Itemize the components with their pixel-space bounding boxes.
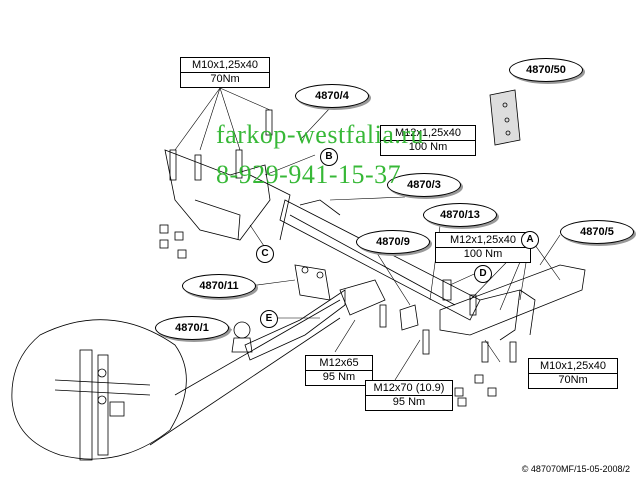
part-label-4870-13: 4870/13 bbox=[423, 203, 497, 227]
part-label-4870-11: 4870/11 bbox=[182, 274, 256, 298]
part-label-4870-9: 4870/9 bbox=[356, 230, 430, 254]
part-label-4870-1: 4870/1 bbox=[155, 316, 229, 340]
callout-e: E bbox=[260, 310, 278, 328]
spec-torque: 100 Nm bbox=[436, 247, 530, 261]
spec-torque: 100 Nm bbox=[381, 140, 475, 154]
spec-m12-top: M12x1,25x40 100 Nm bbox=[380, 125, 476, 156]
spec-m12-mid: M12x1,25x40 100 Nm bbox=[435, 232, 531, 263]
part-label-4870-50: 4870/50 bbox=[509, 58, 583, 82]
callout-d: D bbox=[474, 265, 492, 283]
part-label-4870-5: 4870/5 bbox=[560, 220, 634, 244]
spec-size: M12x70 (10.9) bbox=[373, 382, 445, 394]
spec-torque: 70Nm bbox=[181, 72, 269, 86]
callout-c: C bbox=[256, 245, 274, 263]
part-label-4870-4: 4870/4 bbox=[295, 84, 369, 108]
spec-m10-bottom: M10x1,25x40 70Nm bbox=[528, 358, 618, 389]
spec-size: M10x1,25x40 bbox=[539, 360, 607, 372]
watermark-site: farkop-westfalia.ru bbox=[216, 120, 425, 149]
right-bracket bbox=[439, 264, 586, 341]
bolts bbox=[159, 109, 517, 407]
spec-size: M10x1,25x40 bbox=[191, 59, 259, 71]
crossbar bbox=[279, 199, 481, 321]
callout-a: A bbox=[521, 231, 539, 249]
spec-torque: 95 Nm bbox=[366, 395, 452, 409]
spec-torque: 70Nm bbox=[529, 373, 617, 387]
spec-torque: 95 Nm bbox=[306, 370, 372, 384]
detail-zoom bbox=[11, 299, 341, 461]
ball-neck bbox=[231, 289, 346, 361]
callout-b: B bbox=[320, 148, 338, 166]
spec-size: M12x65 bbox=[319, 357, 359, 369]
spec-size: M12x1,25x40 bbox=[394, 127, 462, 139]
spec-size: M12x1,25x40 bbox=[449, 234, 517, 246]
socket-plate bbox=[294, 264, 331, 301]
part-4870-50-drawing bbox=[489, 89, 521, 146]
copyright-note: © 487070MF/15-05-2008/2 bbox=[521, 464, 630, 474]
spec-m12x65: M12x65 95 Nm bbox=[305, 355, 373, 386]
clamp-plates bbox=[339, 279, 419, 331]
spec-m12x70: M12x70 (10.9) 95 Nm bbox=[365, 380, 453, 411]
part-label-4870-3: 4870/3 bbox=[387, 173, 461, 197]
watermark-phone: 8-929-941-15-37 bbox=[216, 160, 402, 189]
spec-m10-top: M10x1,25x40 70Nm bbox=[180, 57, 270, 88]
